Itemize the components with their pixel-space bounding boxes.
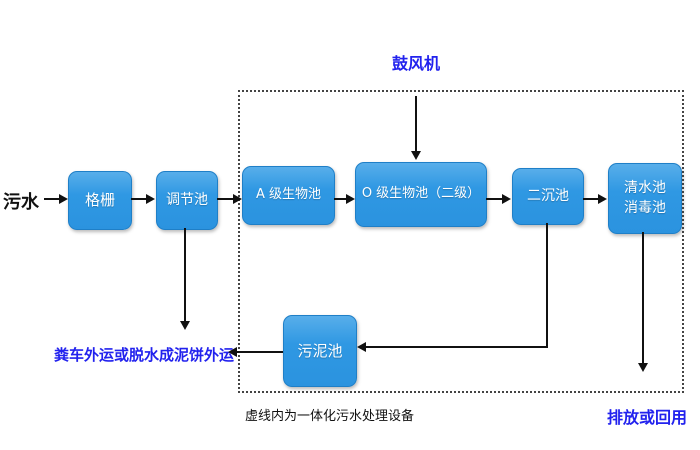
bio-a-box: A 级生物池 [242, 166, 335, 225]
sludge-tank-label: 污泥池 [297, 341, 343, 360]
integrated-equipment-dashed-boundary [238, 90, 684, 393]
arrowhead-regulating-down [180, 321, 190, 330]
clear-water-label: 清水池 [624, 180, 666, 196]
arrow-blower-to-bio-o [415, 96, 417, 151]
arrowhead-blower-to-bio-o [411, 151, 421, 160]
grid-box: 格栅 [68, 171, 132, 230]
arrow-sedimentation-to-clearwater [583, 198, 599, 200]
arrow-grid-to-regulating [131, 198, 147, 200]
secondary-sedimentation-box: 二沉池 [512, 168, 584, 225]
sludge-out-label: 粪车外运或脱水成泥饼外运 [54, 346, 235, 364]
grid-box-label: 格栅 [84, 191, 115, 210]
line-sedimentation-to-sludge [366, 346, 548, 348]
arrowhead-bio-o-to-sedimentation [502, 194, 511, 204]
disinfection-label: 消毒池 [624, 199, 666, 216]
line-sedimentation-down [546, 223, 548, 348]
secondary-sedimentation-label: 二沉池 [527, 187, 569, 204]
arrow-bio-a-to-bio-o [334, 198, 347, 200]
arrowhead-bio-a-to-bio-o [346, 194, 355, 204]
arrow-regulating-to-bio-a [217, 198, 234, 200]
sludge-tank-box: 污泥池 [283, 315, 357, 387]
arrow-bio-o-to-sedimentation [486, 198, 503, 200]
discharge-label: 排放或回用 [607, 408, 688, 427]
arrowhead-clearwater-down [638, 363, 648, 372]
bio-a-label: A 级生物池 [255, 187, 322, 203]
arrow-clearwater-down [642, 232, 644, 363]
dashed-boundary-caption: 虚线内为一体化污水处理设备 [245, 409, 415, 424]
clear-water-disinfection-box: 清水池 消毒池 [608, 163, 682, 234]
arrowhead-into-sludge-tank [357, 342, 366, 352]
bio-o-label: O 级生物池（二级） [361, 186, 481, 202]
arrowhead-sedimentation-to-clearwater [598, 194, 607, 204]
line-sludge-to-out [237, 351, 283, 353]
blower-label: 鼓风机 [392, 54, 441, 73]
arrowhead-sludge-to-out [228, 347, 237, 357]
arrowhead-influent-to-grid [59, 194, 68, 204]
regulating-tank-label: 调节池 [166, 191, 208, 208]
bio-o-box: O 级生物池（二级） [355, 162, 487, 227]
arrowhead-grid-to-regulating [146, 194, 155, 204]
regulating-tank-box: 调节池 [156, 171, 218, 230]
arrowhead-regulating-to-bio-a [233, 194, 242, 204]
arrow-influent-to-grid [44, 198, 60, 200]
influent-label: 污水 [3, 192, 39, 213]
arrow-regulating-down [184, 228, 186, 321]
